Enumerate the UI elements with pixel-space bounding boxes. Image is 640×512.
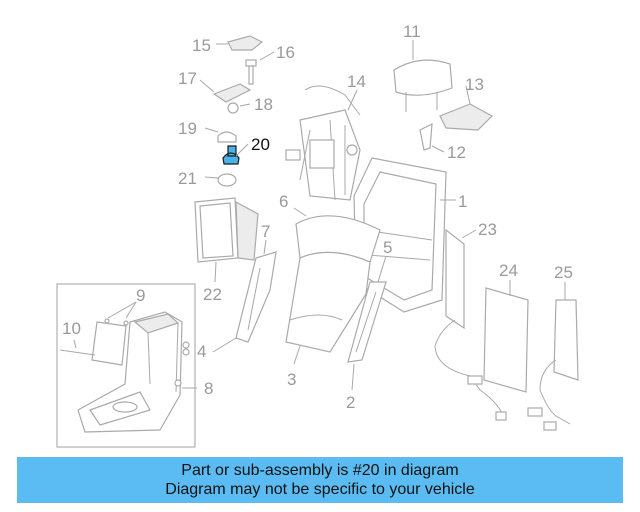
part-15-cover bbox=[227, 35, 264, 51]
callout-1: 1 bbox=[458, 192, 467, 211]
part-12-guide bbox=[419, 122, 433, 151]
leader-lines bbox=[73, 40, 566, 391]
part-4-side-panel bbox=[235, 251, 277, 343]
banner-line-disclaimer: Diagram may not be specific to your vehi… bbox=[165, 481, 475, 498]
part-21-bushing bbox=[217, 173, 237, 187]
callout-17: 17 bbox=[178, 69, 197, 88]
parts-diagram: 15 16 17 18 19 20 21 14 11 13 12 1 6 7 5… bbox=[56, 22, 579, 448]
callout-3: 3 bbox=[287, 370, 296, 389]
part-16-bolt bbox=[245, 59, 257, 85]
banner-line-part: Part or sub-assembly is #20 in diagram bbox=[181, 462, 459, 479]
callout-22: 22 bbox=[203, 285, 222, 304]
part-17-bracket bbox=[212, 83, 252, 103]
callout-2: 2 bbox=[346, 393, 355, 412]
callout-labels: 15 16 17 18 19 20 21 14 11 13 12 1 6 7 5… bbox=[62, 22, 573, 412]
inset-frame bbox=[56, 283, 196, 448]
callout-19: 19 bbox=[178, 119, 197, 138]
callout-14: 14 bbox=[347, 72, 366, 91]
callout-21: 21 bbox=[178, 169, 197, 188]
callout-20: 20 bbox=[251, 135, 270, 154]
callout-24: 24 bbox=[499, 261, 518, 280]
callout-16: 16 bbox=[276, 43, 295, 62]
part-11-headrest bbox=[393, 59, 453, 112]
part-3-cover bbox=[285, 251, 371, 353]
callout-15: 15 bbox=[192, 36, 211, 55]
part-23-harness bbox=[434, 228, 507, 421]
callout-9: 9 bbox=[136, 286, 145, 305]
callout-18: 18 bbox=[254, 95, 273, 114]
callout-4: 4 bbox=[197, 342, 206, 361]
armrest-cover-illustration bbox=[91, 321, 127, 366]
part-18-ring bbox=[227, 102, 239, 114]
part-13-trim bbox=[439, 103, 493, 131]
part-24-heater-pad bbox=[483, 287, 529, 393]
callout-5: 5 bbox=[383, 238, 392, 257]
callout-25: 25 bbox=[554, 263, 573, 282]
info-banner: Part or sub-assembly is #20 in diagram D… bbox=[17, 457, 623, 503]
part-25-pad-harness bbox=[527, 299, 579, 431]
callout-13: 13 bbox=[465, 75, 484, 94]
callout-10: 10 bbox=[62, 319, 81, 338]
callout-7: 7 bbox=[261, 222, 270, 241]
armrest-assembly-illustration bbox=[77, 311, 190, 433]
callout-23: 23 bbox=[478, 220, 497, 239]
part-22-panel bbox=[194, 197, 259, 263]
callout-6: 6 bbox=[279, 192, 288, 211]
part-19-bushing bbox=[217, 131, 237, 143]
part-14-frame-mechanism bbox=[285, 85, 361, 201]
part-2-bolster bbox=[347, 281, 387, 363]
callout-11: 11 bbox=[403, 22, 421, 41]
callout-8: 8 bbox=[204, 379, 213, 398]
callout-12: 12 bbox=[447, 143, 466, 162]
